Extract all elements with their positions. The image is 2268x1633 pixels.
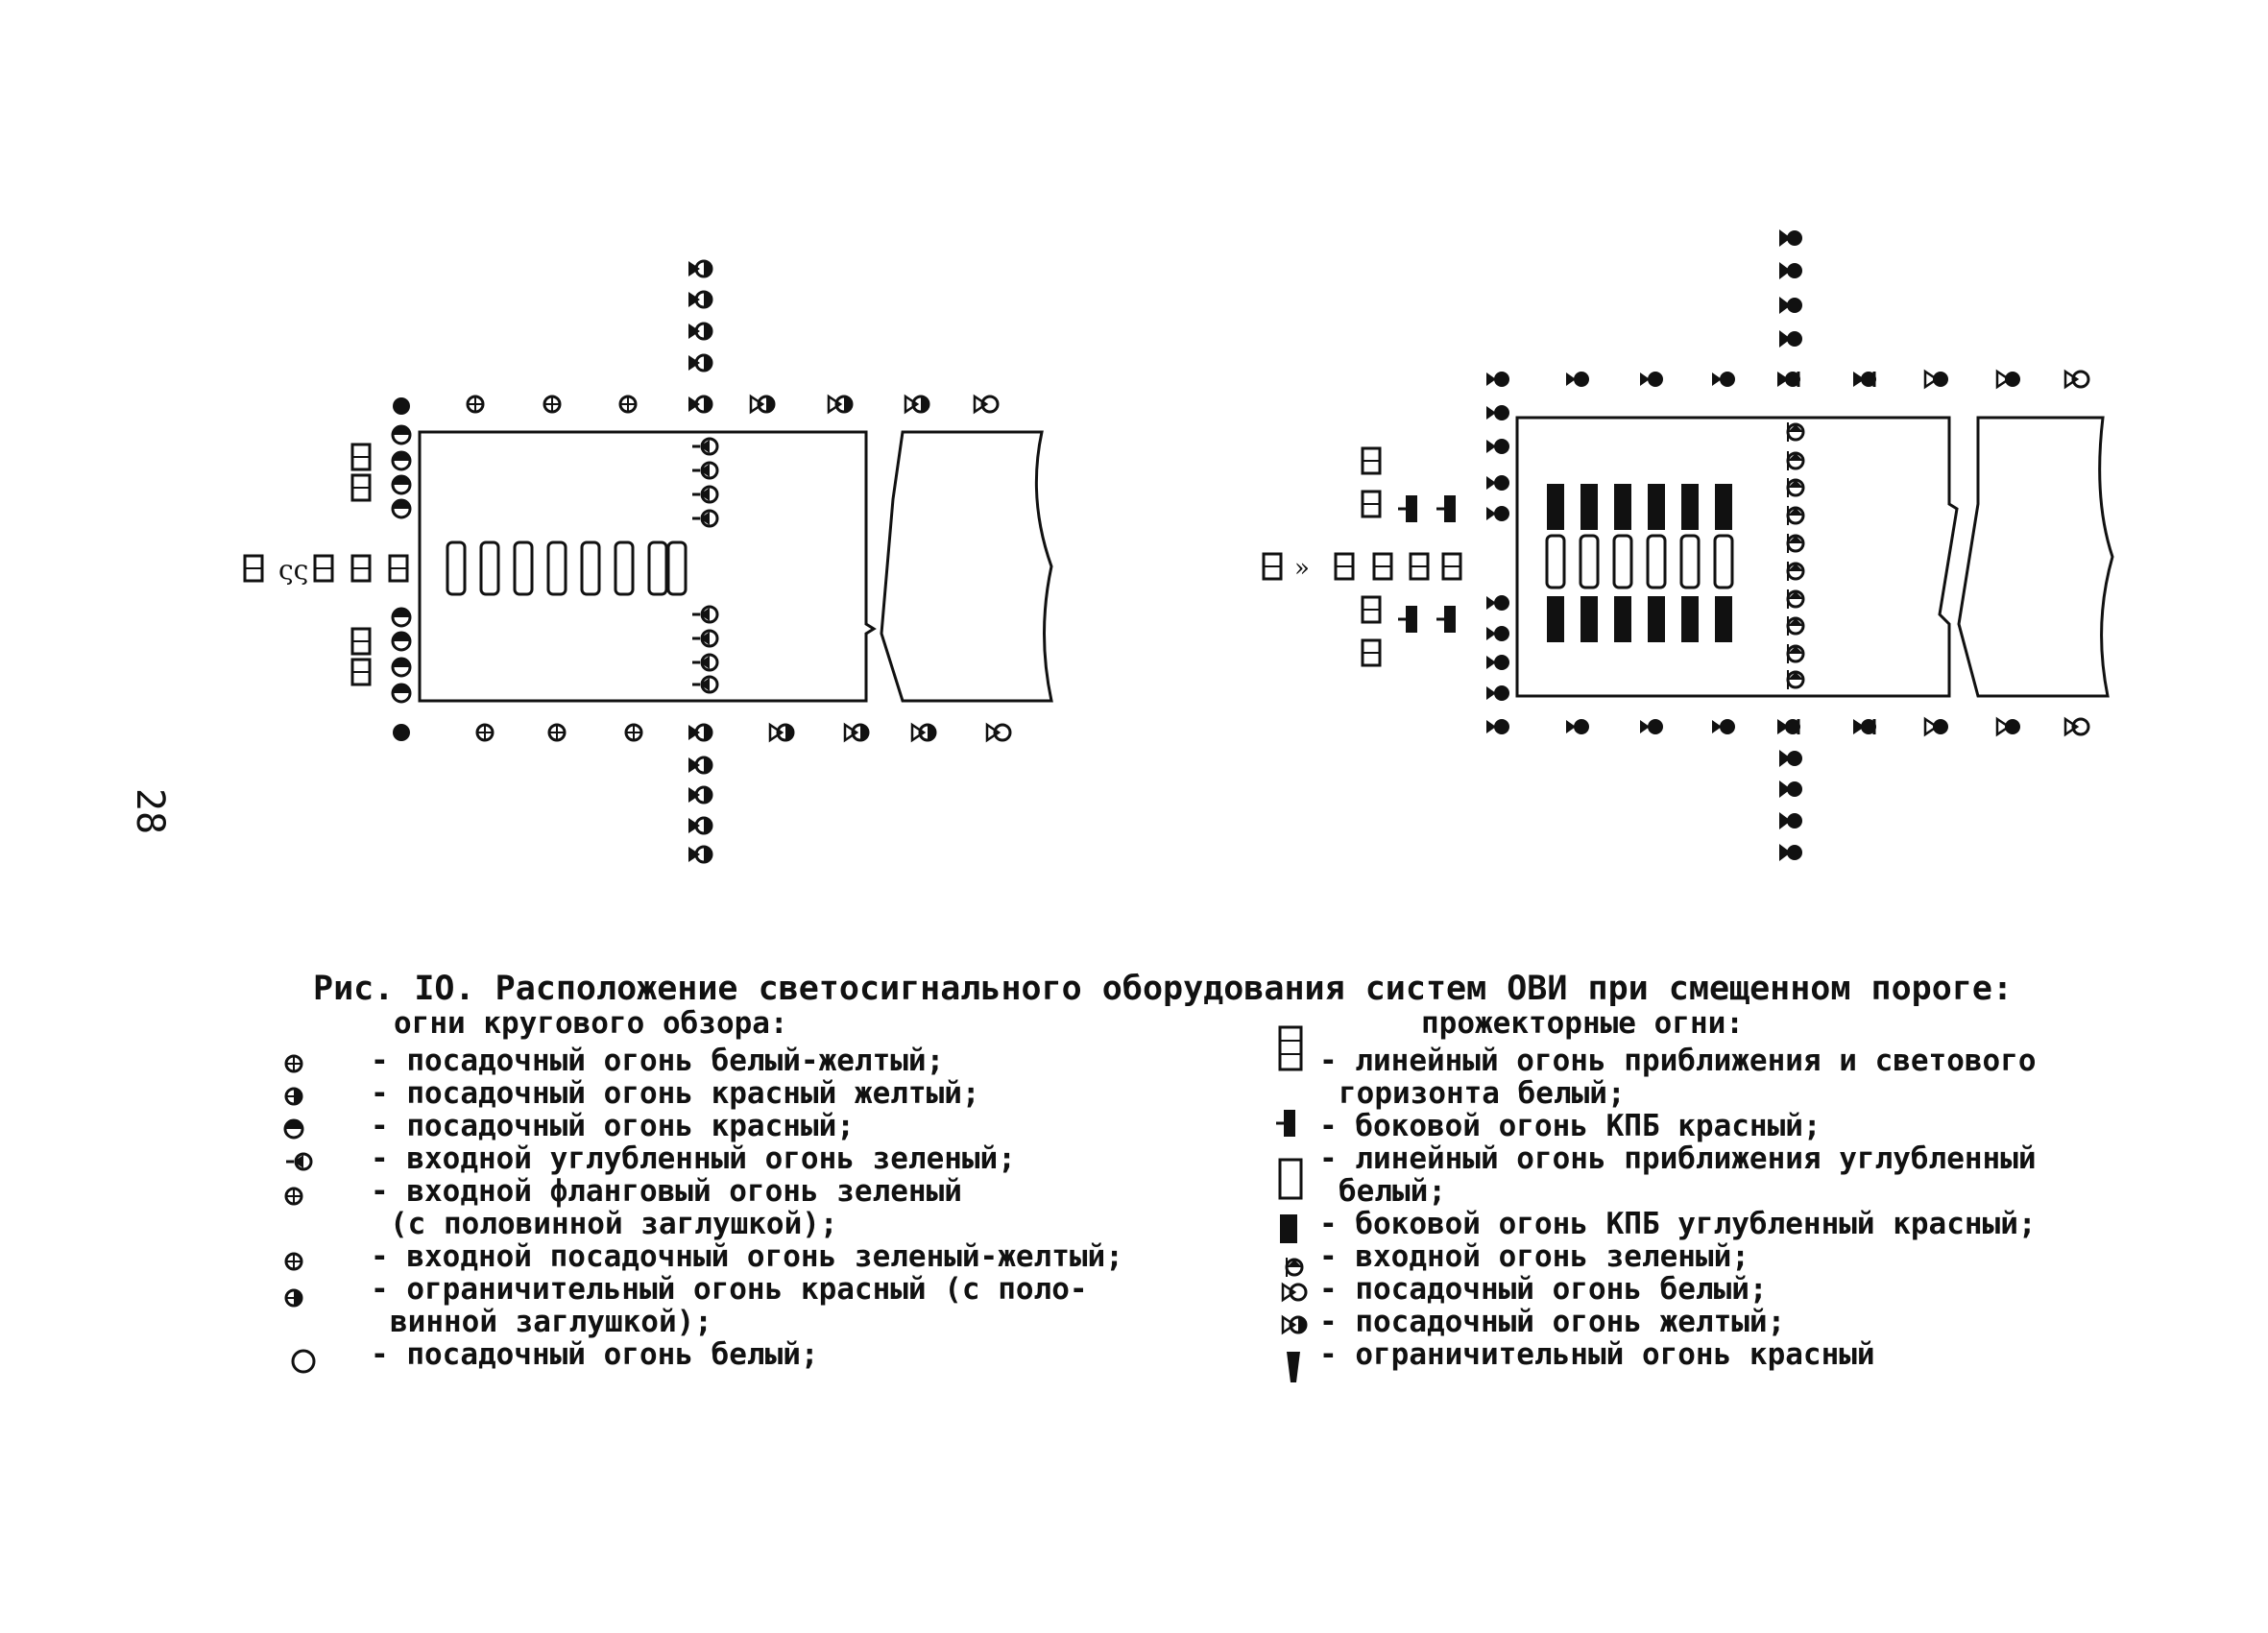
runway-right: » (1262, 229, 2114, 861)
legend-item: - входной посадочный огонь зеленый-желты… (313, 1240, 1123, 1273)
legend-item-text: - посадочный огонь белый; (1319, 1272, 1768, 1307)
side-row-recessed-red-icon (1280, 1214, 1297, 1243)
legend-item-text: - входной фланговый огонь зеленый (371, 1174, 962, 1209)
legend-item: - входной фланговый огонь зеленый(с поло… (313, 1175, 1123, 1240)
legend-item-text: горизонта белый; (1339, 1076, 1626, 1111)
legend-item: - боковой огонь КПБ красный; (1277, 1110, 2037, 1142)
landing-red-yellow-icon (284, 1087, 303, 1106)
legend-item: - посадочный огонь белый; (1277, 1273, 2037, 1306)
landing-red-icon (283, 1118, 304, 1140)
legend-item-text: - входной огонь зеленый; (1319, 1239, 1749, 1274)
legend-item: - входной углубленный огонь зеленый; (313, 1142, 1123, 1175)
legend-projector: прожекторные огни: - линейный огонь приб… (1277, 1006, 2037, 1371)
legend-projector-icons (1274, 1025, 1308, 1382)
landing-white-yellow-icon (284, 1054, 303, 1073)
legend-item: - линейный огонь приближения и светового… (1277, 1045, 2037, 1110)
landing-white-icon (291, 1349, 316, 1374)
legend-item: - ограничительный огонь красный (с поло-… (313, 1273, 1123, 1338)
legend-item-text: - линейный огонь приближения углубленный (1319, 1141, 2037, 1176)
legend-item-text: - ограничительный огонь красный (1319, 1337, 1875, 1372)
legend-item-text: (с половинной заглушкой); (390, 1207, 838, 1241)
legend-item-text: винной заглушкой); (390, 1305, 712, 1339)
legend-item-text: - боковой огонь КПБ красный; (1319, 1109, 1822, 1143)
legend-item-text: - посадочный огонь желтый; (1319, 1305, 1786, 1339)
runway-left: ςς (243, 259, 1053, 864)
svg-text:»: » (1294, 554, 1310, 583)
legend-item-text: - посадочный огонь красный; (371, 1109, 855, 1143)
legend-item: - посадочный огонь белый-желтый; (313, 1045, 1123, 1077)
legend-omni: огни кругового обзора: - посадочный огон… (313, 1006, 1123, 1371)
legend-item-text: - боковой огонь КПБ углубленный красный; (1319, 1207, 2037, 1241)
threshold-recessed-green-icon (284, 1152, 313, 1171)
legend-projector-title: прожекторные огни: (1421, 1006, 1744, 1041)
legend-item-text: - посадочный огонь белый-желтый; (371, 1044, 945, 1078)
approach-recessed-white-icon (1278, 1158, 1303, 1200)
legend-item-text: - входной посадочный огонь зеленый-желты… (371, 1239, 1123, 1274)
legend-item: - посадочный огонь красный; (313, 1110, 1123, 1142)
legend-item-text: - линейный огонь приближения и светового (1319, 1044, 2037, 1078)
end-red-projector-icon (1287, 1352, 1300, 1382)
legend-item-text: - входной углубленный огонь зеленый; (371, 1141, 1016, 1176)
legend-item: - боковой огонь КПБ углубленный красный; (1277, 1208, 2037, 1240)
legend-item: - посадочный огонь белый; (313, 1338, 1123, 1371)
legend-item-text: - посадочный огонь красный желтый; (371, 1076, 980, 1111)
legend-item: - линейный огонь приближения углубленный… (1277, 1142, 2037, 1208)
end-red-half-shield-icon (284, 1288, 303, 1308)
threshold-wingbar-green-icon (284, 1187, 303, 1206)
legend-item: - посадочный огонь красный желтый; (313, 1077, 1123, 1110)
legend-item: - посадочный огонь желтый; (1277, 1306, 2037, 1338)
legend-item: - ограничительный огонь красный (1277, 1338, 2037, 1371)
legend-omni-title: огни кругового обзора: (394, 1006, 788, 1041)
legend-item-text: белый; (1339, 1174, 1446, 1209)
legend-omni-icons (283, 1054, 316, 1374)
legend-item-text: - посадочный огонь белый; (371, 1337, 819, 1372)
figure-caption: Рис. IO. Расположение светосигнального о… (313, 970, 2014, 1008)
svg-text:ςς: ςς (278, 554, 308, 586)
legend-item: - входной огонь зеленый; (1277, 1240, 2037, 1273)
threshold-landing-green-yellow-icon (284, 1252, 303, 1271)
legend-item-text: - ограничительный огонь красный (с поло- (371, 1272, 1088, 1307)
page-number: 28 (128, 787, 173, 835)
approach-crossbar-white-icon (1278, 1025, 1303, 1071)
